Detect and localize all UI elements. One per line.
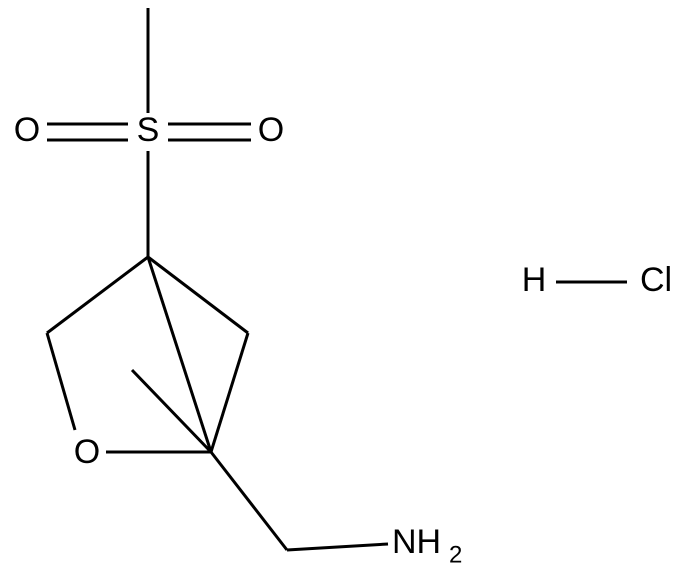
bond-ch2-amine-nitrogen: [286, 542, 389, 552]
bond-ch2-left-ring-oxygen: [45, 332, 77, 431]
atom-hydrogen: H: [522, 261, 547, 299]
bond-bridgehead2-ch2-mid: [130, 368, 213, 454]
atom-oxygen-right: O: [258, 111, 284, 149]
bond-bridgehead-bridgehead2: [146, 256, 213, 453]
bond-bridgehead2-ch2-amine: [209, 451, 289, 551]
atom-chlorine: Cl: [640, 261, 672, 299]
bond-ch2-right-bridgehead2: [209, 332, 250, 453]
bond-bridgehead-ch2-left: [46, 255, 149, 335]
atom-sulfur: S: [137, 111, 160, 149]
atom-oxygen-left: O: [14, 111, 40, 149]
atom-amine-subscript: 2: [449, 541, 462, 568]
atom-ring-oxygen: O: [74, 433, 100, 471]
bond-bridgehead-ch2-right: [147, 255, 249, 335]
atom-amine-nitrogen: NH: [392, 523, 441, 561]
